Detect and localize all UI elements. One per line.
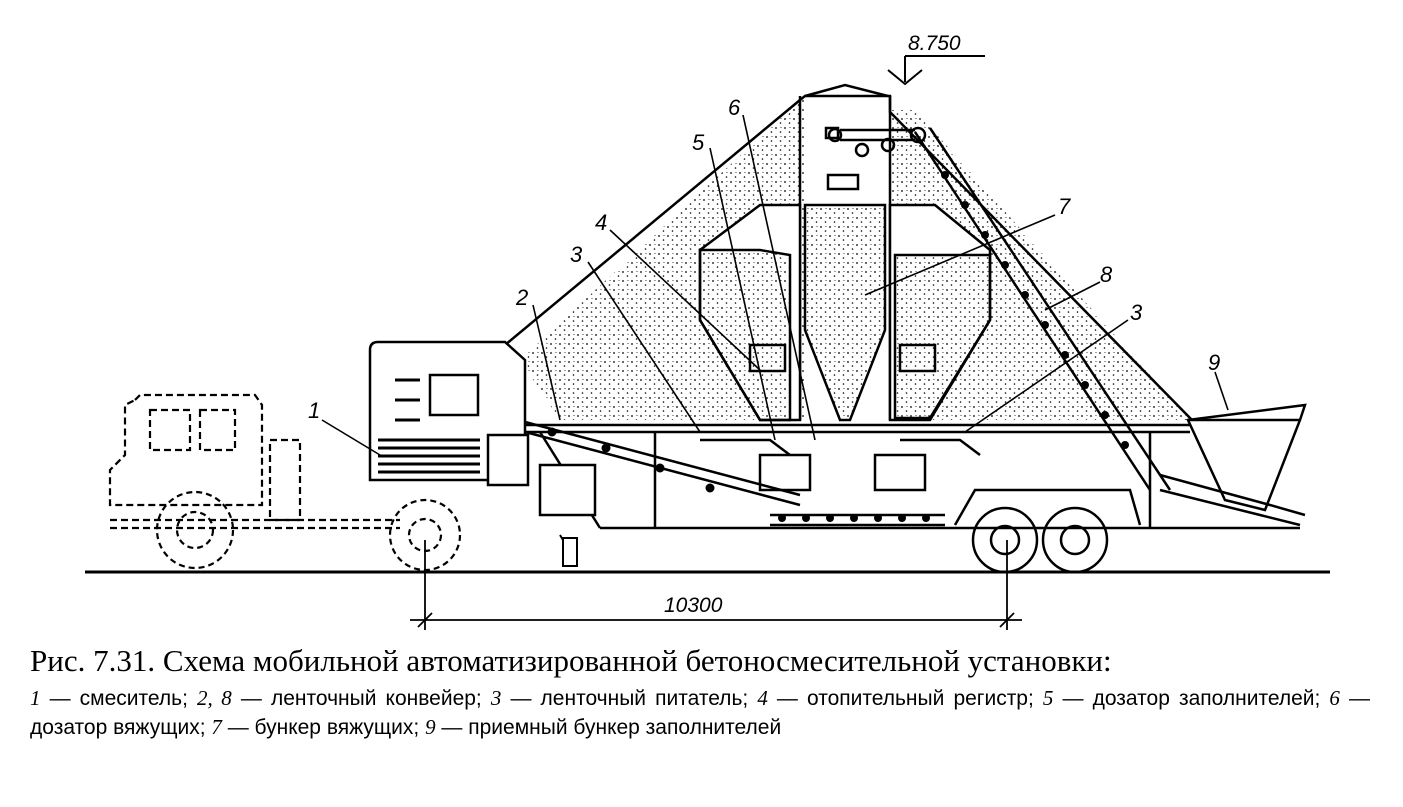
callout-6: 6 — [728, 95, 741, 120]
truck-tractor — [108, 393, 400, 530]
aggregate-hopper-right — [888, 203, 992, 422]
callout-2: 2 — [515, 285, 528, 310]
callout-9: 9 — [1208, 350, 1220, 375]
legend-text: — отопительный регистр; — [767, 687, 1043, 710]
legend-text: — приемный бункер заполнителей — [435, 716, 782, 739]
callout-1: 1 — [308, 398, 320, 423]
callout-3: 3 — [570, 242, 583, 267]
receiving-hopper — [1159, 403, 1307, 527]
legend-text: — ленточный питатель; — [501, 687, 758, 710]
legend-text: — дозатор заполнителей; — [1053, 687, 1330, 710]
caption-title: Рис. 7.31. Схема мобильной автоматизиров… — [30, 643, 1112, 678]
legend-text: — смеситель; — [40, 687, 198, 710]
callout-8: 8 — [1100, 262, 1113, 287]
legend-text: — ленточный конвейер; — [231, 687, 491, 710]
callout-7: 7 — [1058, 194, 1071, 219]
conveyor-rollers — [941, 171, 1129, 449]
mixer-hatching — [378, 378, 480, 474]
truck-wheels — [155, 490, 462, 572]
mixer-unit — [368, 340, 597, 517]
legend-text: — бункер вяжущих; — [221, 716, 426, 739]
callout-4: 4 — [595, 210, 607, 235]
wheelbase-dimension — [410, 540, 1022, 630]
feeder-belt — [479, 408, 945, 527]
legend-number: 2, 8 — [197, 686, 232, 710]
inclined-conveyor — [827, 126, 1172, 491]
legend-number: 6 — [1329, 686, 1340, 710]
leader-lines — [321, 114, 1229, 456]
legend-number: 4 — [757, 686, 768, 710]
feeder-rollers — [547, 427, 930, 522]
callout-3b: 3 — [1130, 300, 1143, 325]
support-leg — [562, 537, 578, 567]
legend-number: 1 — [30, 686, 41, 710]
trailer-bogie — [953, 488, 1142, 574]
legend-number: 9 — [425, 715, 436, 739]
legend-number: 3 — [490, 686, 502, 710]
binder-bunker — [803, 126, 887, 422]
callout-5: 5 — [692, 130, 705, 155]
wheelbase-label: 10300 — [664, 594, 723, 617]
height-mark-label: 8.750 — [908, 32, 961, 55]
technical-drawing: 8.750 — [85, 32, 1330, 630]
legend-text: — дозатор вяжущих; — [30, 687, 1370, 739]
legend-number: 7 — [211, 715, 222, 739]
height-marker — [887, 55, 985, 86]
legend-number: 5 — [1042, 686, 1054, 710]
figure-caption: Рис. 7.31. Схема мобильной автоматизиров… — [30, 640, 1370, 742]
caption-legend: 1 — смеситель; 2, 8 — ленточный конвейер… — [30, 684, 1370, 742]
platform-frame — [495, 423, 1300, 530]
aggregate-hopper-left — [698, 203, 802, 422]
